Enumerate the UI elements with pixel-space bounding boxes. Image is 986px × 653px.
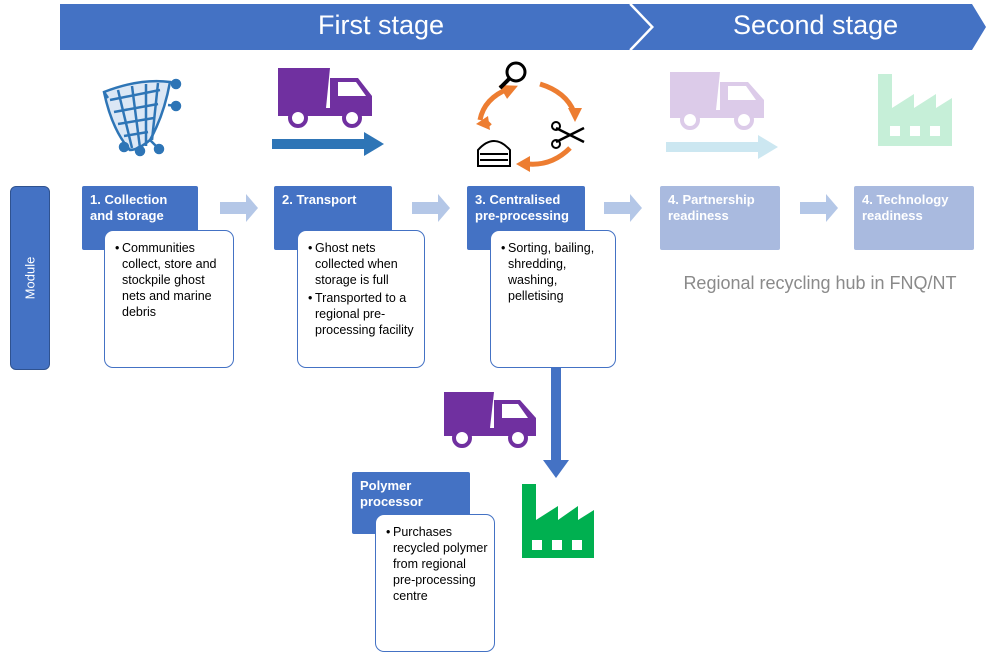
step-partnership: 4. Partnership readiness [660,186,780,250]
faded-arrow-icon [666,135,778,159]
first-stage-label: First stage [318,10,445,40]
factory-icon [522,484,594,558]
second-stage-label: Second stage [733,10,899,40]
step-partnership-title: 4. Partnership readiness [668,192,755,223]
first-stage-arrow [60,4,652,50]
bullet: Communities collect, store and stockpile… [115,240,227,320]
step-collection-title: 1. Collection and storage [90,192,168,223]
faded-factory-icon [878,74,952,146]
bullet: Ghost nets collected when storage is ful… [308,240,418,288]
polymer-processor-title: Polymer processor [360,478,423,509]
cycle-icon [476,61,585,172]
net-icon [102,78,182,157]
step-collection-desc: Communities collect, store and stockpile… [104,230,234,368]
step-transport-desc: Ghost nets collected when storage is ful… [297,230,425,368]
bullet: Purchases recycled polymer from regional… [386,524,488,604]
step-preprocessing-title: 3. Centralised pre-processing [475,192,569,223]
module-tab: Module [10,186,50,370]
step-preprocessing-desc: Sorting, bailing, shredding, washing, pe… [490,230,616,368]
bottom-truck-icon [444,392,536,448]
step-transport-title: 2. Transport [282,192,357,207]
second-stage-arrow [632,4,986,50]
polymer-processor-desc: Purchases recycled polymer from regional… [375,514,495,652]
step-technology-title: 4. Technology readiness [862,192,949,223]
bullet: Transported to a regional pre-processing… [308,290,418,338]
transport-arrow-icon [272,132,384,156]
truck-icon [278,68,372,128]
step-technology: 4. Technology readiness [854,186,974,250]
step-arrows [220,194,838,222]
down-arrow [543,366,569,478]
faded-truck-icon [670,72,764,130]
bullet: Sorting, bailing, shredding, washing, pe… [501,240,609,304]
hub-label: Regional recycling hub in FNQ/NT [683,273,957,293]
stage-banner [60,3,986,51]
